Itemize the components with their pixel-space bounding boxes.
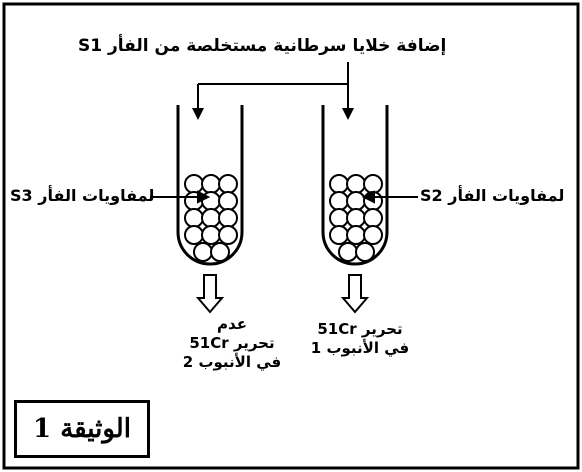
arrowhead-left-tube [192, 108, 204, 120]
result-arrow-right [340, 274, 370, 314]
result-arrow-left [195, 274, 225, 314]
experiment-title: إضافة خلايا سرطانية مستخلصة من الفأر S1 [78, 36, 447, 56]
right-result: تحرير 51Cr في الأنبوب 1 [300, 320, 420, 358]
document-label: الوثيقة 1 [14, 400, 150, 458]
test-tube-right [321, 105, 389, 266]
right-result-line1: تحرير 51Cr [317, 320, 403, 338]
cells-right [329, 174, 383, 262]
left-result-line1: عدم [217, 315, 247, 333]
left-tube-label: لمفاويات الفأر S3 [10, 186, 155, 205]
test-tube-left [176, 105, 244, 266]
pointer-right [361, 190, 418, 204]
cells-left [184, 174, 238, 262]
left-result-line2: تحرير 51Cr [189, 333, 275, 352]
pointer-left [150, 190, 211, 204]
left-result: عدم تحرير 51Cr في الأنبوب 2 [172, 315, 292, 371]
distribution-arrows [197, 62, 349, 110]
right-result-line2: في الأنبوب 1 [310, 338, 410, 357]
left-result-line3: في الأنبوب 2 [182, 352, 282, 371]
right-tube-label: لمفاويات الفأر S2 [420, 186, 565, 205]
arrowhead-right-tube [342, 108, 354, 120]
